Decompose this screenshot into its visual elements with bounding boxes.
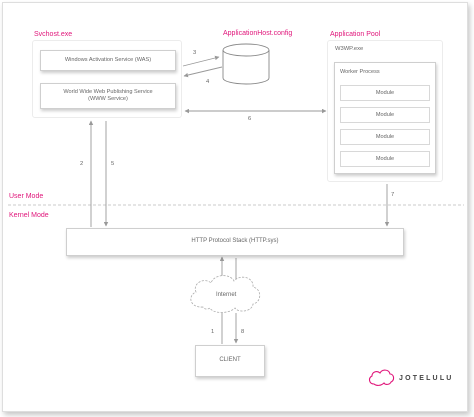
application-pool-title: Application Pool (330, 31, 381, 38)
user-mode-label: User Mode (9, 193, 44, 200)
was-label: Windows Activation Service (WAS) (64, 57, 152, 63)
arrow-8-label: 8 (241, 329, 245, 335)
jotelulu-logo-text: JOTELULU (399, 375, 454, 382)
arrow-2-label: 2 (80, 161, 84, 167)
module-box: Module (340, 151, 430, 167)
config-database-icon (222, 43, 270, 85)
module-label: Module (375, 155, 395, 162)
internet-label: Internet (216, 292, 237, 298)
www-service-sublabel: (WWW Service) (88, 96, 128, 102)
svchost-title: Svchost.exe (34, 31, 73, 38)
client-label: CLIENT (219, 357, 241, 364)
www-service-label: World Wide Web Publishing Service (63, 89, 153, 96)
arrow-3-label: 3 (193, 50, 197, 56)
module-box: Module (340, 129, 430, 145)
arrow-1-label: 1 (211, 329, 215, 335)
module-label: Module (375, 111, 395, 118)
jotelulu-logo-icon (369, 369, 395, 386)
module-label: Module (375, 89, 395, 96)
module-label: Module (375, 133, 395, 140)
arrow-6-label: 6 (248, 116, 252, 122)
internet-cloud-icon (190, 275, 261, 313)
was-box: Windows Activation Service (WAS) (40, 50, 176, 71)
http-protocol-stack-box: HTTP Protocol Stack (HTTP.sys) (66, 228, 404, 256)
arrow-5-label: 5 (111, 161, 115, 167)
client-box: CLIENT (195, 345, 265, 377)
arrow-3 (182, 55, 220, 67)
http-protocol-stack-label: HTTP Protocol Stack (HTTP.sys) (191, 238, 279, 245)
module-box: Module (340, 107, 430, 123)
kernel-mode-label: Kernel Mode (9, 212, 49, 219)
w3wp-label: W3WP.exe (335, 46, 364, 52)
arrow-4 (183, 66, 223, 78)
worker-process-label: Worker Process (340, 69, 380, 75)
arrow-4-label: 4 (206, 79, 210, 85)
arrow-7-label: 7 (391, 192, 395, 198)
www-service-box: World Wide Web Publishing Service (WWW S… (40, 83, 176, 109)
applicationhost-title: ApplicationHost.config (223, 30, 293, 37)
module-box: Module (340, 85, 430, 101)
